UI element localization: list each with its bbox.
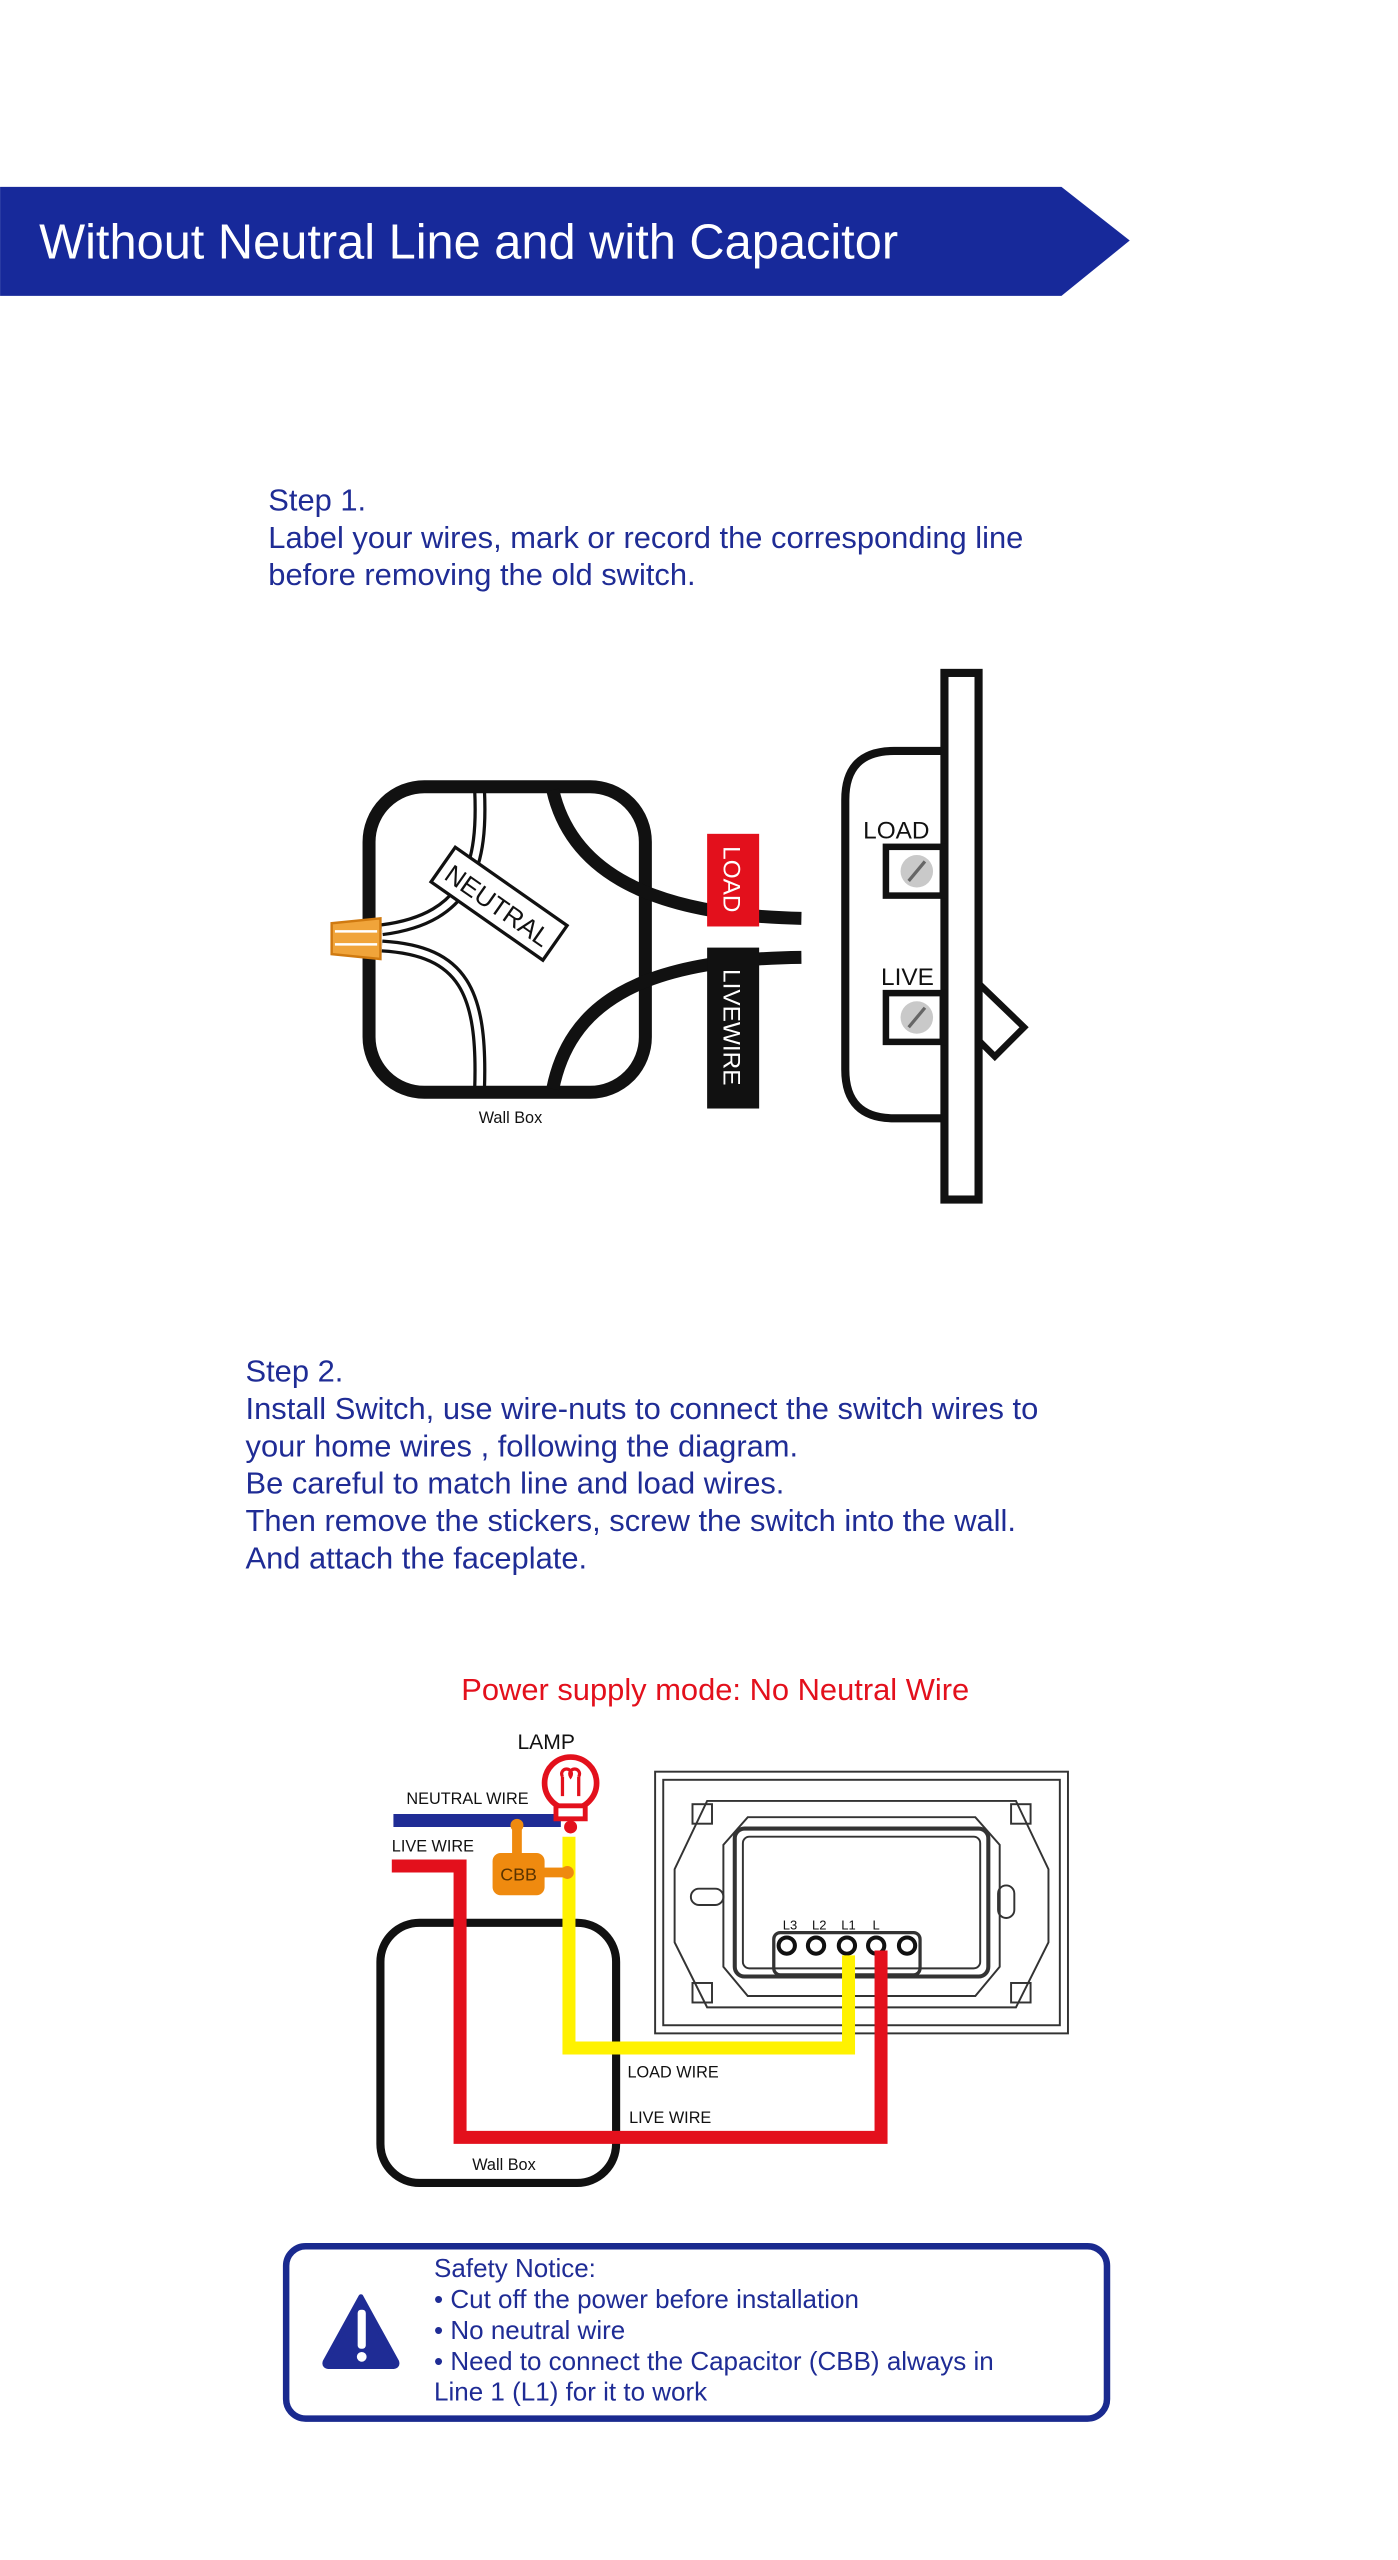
safety-item: • Need to connect the Capacitor (CBB) al…	[434, 2346, 994, 2376]
live-wire	[391, 1859, 888, 2144]
terminal-label: L3	[783, 1917, 797, 1932]
step2-line: Be careful to match line and load wires.	[246, 1466, 785, 1501]
terminal-label: L1	[841, 1917, 855, 1932]
diagram-title: Power supply mode: No Neutral Wire	[461, 1672, 969, 1707]
safety-heading: Safety Notice:	[434, 2253, 596, 2283]
step1-text: Step 1. Label your wires, mark or record…	[268, 482, 1023, 592]
step2-line: Install Switch, use wire-nuts to connect…	[246, 1391, 1039, 1426]
neutral-wires	[381, 789, 487, 1090]
switch-plate	[940, 668, 983, 1204]
safety-item: Line 1 (L1) for it to work	[434, 2377, 708, 2407]
load-tag: LOAD	[707, 833, 760, 927]
connector-icon	[330, 917, 382, 961]
wall-box-label: Wall Box	[479, 1109, 543, 1127]
live-wire-label-top: LIVE WIRE	[392, 1837, 474, 1855]
old-switch: LOAD LIVE	[841, 668, 1029, 1204]
title-banner: Without Neutral Line and with Capacitor	[0, 186, 1130, 296]
capacitor-label: CBB	[500, 1865, 537, 1885]
page-title: Without Neutral Line and with Capacitor	[39, 215, 898, 269]
step2-line: Then remove the stickers, screw the swit…	[246, 1503, 1016, 1538]
safety-notice: Safety Notice: • Cut off the power befor…	[282, 2243, 1111, 2422]
load-wire-label: LOAD WIRE	[627, 2063, 718, 2081]
switch-back-plate	[654, 1770, 1069, 2035]
step1-line: before removing the old switch.	[268, 557, 695, 592]
wiring-diagram: Power supply mode: No Neutral Wire LAMP …	[376, 1672, 1069, 2187]
step1-line: Label your wires, mark or record the cor…	[268, 520, 1023, 555]
terminal-label: L	[873, 1917, 880, 1932]
step1-heading: Step 1.	[268, 482, 366, 517]
terminal-label: L2	[812, 1917, 826, 1932]
step2-line: your home wires , following the diagram.	[246, 1428, 799, 1463]
switch-live-label: LIVE	[881, 964, 934, 991]
safety-item: • No neutral wire	[434, 2315, 625, 2345]
switch-load-label: LOAD	[863, 818, 929, 845]
livewire-tag-label: LIVEWIRE	[717, 969, 744, 1085]
capacitor-cbb: CBB	[492, 1818, 574, 1896]
live-wire-label-bottom: LIVE WIRE	[629, 2109, 711, 2127]
lamp-label: LAMP	[517, 1731, 575, 1754]
wall-box-label: Wall Box	[472, 2156, 536, 2174]
wall-box	[362, 780, 652, 1099]
step2-text: Step 2. Install Switch, use wire-nuts to…	[246, 1354, 1039, 1576]
banner-arrow-shape	[0, 186, 1130, 296]
neutral-wire-label: NEUTRAL WIRE	[406, 1790, 528, 1808]
old-switch-diagram: NEUTRAL LOAD LIVEWIRE LOAD LIVE Wall Box	[330, 668, 1029, 1204]
lamp-bulb-icon	[541, 1754, 600, 1834]
load-tag-label: LOAD	[717, 846, 744, 912]
toggle-lever	[975, 975, 1029, 1062]
step2-heading: Step 2.	[246, 1354, 344, 1389]
load-wire	[562, 1836, 856, 2055]
safety-item: • Cut off the power before installation	[434, 2284, 859, 2314]
step2-line: And attach the faceplate.	[246, 1541, 588, 1576]
live-wire	[546, 950, 802, 1091]
load-wire	[546, 788, 802, 925]
warning-icon	[322, 2294, 400, 2370]
terminal-block: L3 L2 L1 L	[776, 1917, 918, 1956]
livewire-tag: LIVEWIRE	[707, 947, 760, 1109]
